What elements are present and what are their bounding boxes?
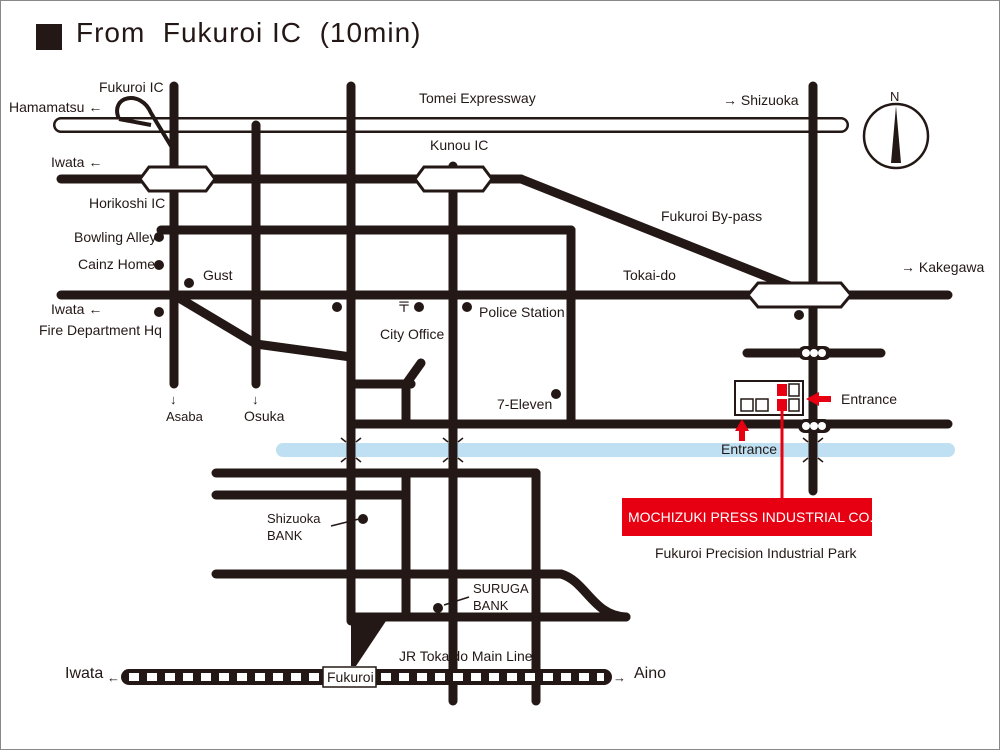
suruga-bank-label-2: BANK [473, 598, 509, 613]
direction-iwata-top: Iwata ← [51, 154, 102, 170]
tokaido-label: Tokai-do [623, 267, 676, 283]
traffic-signal-icon [798, 346, 831, 433]
direction-asaba: Asaba [166, 409, 204, 424]
entrance-east-label: Entrance [841, 391, 897, 407]
direction-iwata-mid: Iwata ← [51, 301, 102, 317]
fukuroi-station-label: Fukuroi [327, 669, 374, 685]
bypass-label: Fukuroi By-pass [661, 208, 762, 224]
direction-iwata-rail: Iwata [65, 665, 103, 682]
tomei-expressway-label: Tomei Expressway [419, 90, 536, 106]
fukuroi-ic-label: Fukuroi IC [99, 79, 164, 95]
title-bullet [36, 24, 62, 50]
entrance-south-label: Entrance [721, 441, 777, 457]
direction-hamamatsu: Hamamatsu ← [9, 99, 102, 115]
railway-label: JR Tokaido Main Line [399, 648, 533, 664]
down-arrow-osuka: ↓ [252, 392, 259, 407]
north-compass-icon: N [862, 89, 930, 170]
map-title: From Fukuroi IC (10min) [76, 17, 422, 48]
direction-shizuoka: → Shizuoka [723, 92, 799, 108]
police-station-label: Police Station [479, 304, 565, 320]
suruga-bank-label-1: SURUGA [473, 581, 529, 596]
entrance-south-arrow [735, 419, 749, 441]
station-box [322, 666, 377, 688]
svg-text:←: ← [107, 670, 120, 685]
entrance-east-arrow [806, 392, 831, 406]
post-office-icon: 〒 [397, 299, 411, 315]
horikoshi-ic-label: Horikoshi IC [89, 195, 165, 211]
bridges [340, 437, 824, 463]
direction-aino: Aino [634, 665, 666, 682]
seven-eleven-label: 7-Eleven [497, 396, 552, 412]
company-name: MOCHIZUKI PRESS INDUSTRIAL CO.,LTD. [628, 509, 906, 525]
direction-osuka: Osuka [244, 408, 285, 424]
cainz-home-label: Cainz Home [78, 256, 155, 272]
city-office-label: City Office [380, 326, 445, 342]
company-name-box [622, 498, 872, 536]
gust-label: Gust [203, 267, 233, 283]
bowling-alley-label: Bowling Alley [74, 229, 157, 245]
svg-text:→: → [613, 670, 626, 685]
down-arrow-asaba: ↓ [170, 392, 177, 407]
interchange-shapes [138, 165, 853, 309]
shizuoka-bank-label-2: BANK [267, 528, 303, 543]
company-site [622, 380, 872, 536]
fire-department-label: Fire Department Hq [39, 322, 162, 338]
direction-kakegawa: → Kakegawa [901, 259, 984, 275]
industrial-park-label: Fukuroi Precision Industrial Park [655, 545, 858, 561]
kunou-ic-label: Kunou IC [430, 137, 488, 153]
landmark-dots [154, 232, 804, 613]
shizuoka-bank-label-1: Shizuoka [267, 511, 321, 526]
north-label: N [890, 89, 899, 104]
